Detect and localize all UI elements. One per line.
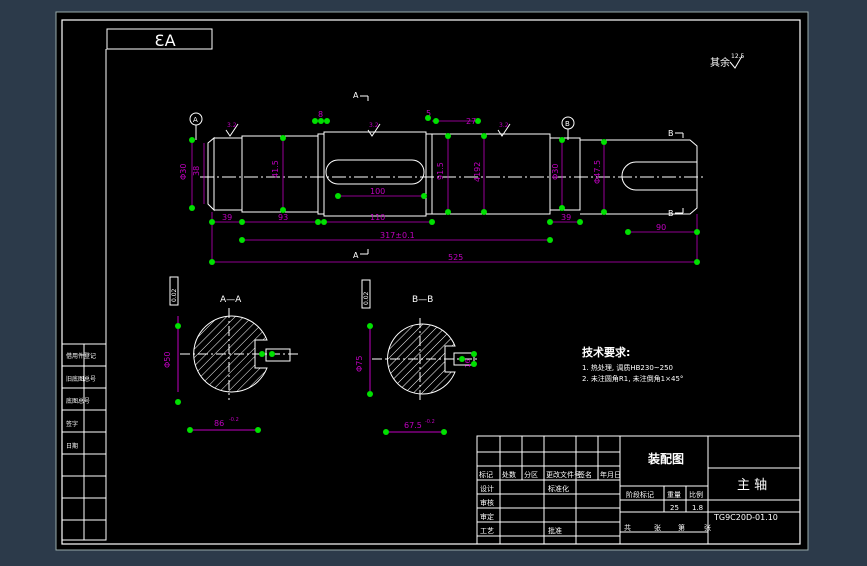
section-a-bottom-letter: A xyxy=(353,251,359,260)
section-b-top-letter: B xyxy=(668,129,674,138)
svg-text:共: 共 xyxy=(624,523,631,532)
dimension-texts: Φ30 38 41.5 91.5 4192 Φ30 Φ47.5 8 5 27 1… xyxy=(179,109,666,262)
dim-d-first-step: 38 xyxy=(192,166,201,176)
svg-text:签字: 签字 xyxy=(66,420,78,428)
svg-text:分区: 分区 xyxy=(524,470,538,479)
tech-requirements: 技术要求: 1. 热处理, 调质HB230~250 2. 未注圆角R1, 未注倒… xyxy=(582,345,683,383)
svg-text:年月日: 年月日 xyxy=(600,470,621,479)
dim-d-b-seat: Φ30 xyxy=(551,164,560,180)
tech-req-line-1: 1. 热处理, 调质HB230~250 xyxy=(582,363,673,372)
svg-text:审核: 审核 xyxy=(480,498,494,507)
svg-text:标准化: 标准化 xyxy=(548,484,569,493)
svg-text:阶段标记: 阶段标记 xyxy=(626,490,654,499)
svg-text:处数: 处数 xyxy=(502,470,516,479)
tech-req-title: 技术要求: xyxy=(582,345,630,359)
svg-text:借用件登记: 借用件登记 xyxy=(66,352,96,360)
dim-d-key-seat: 91.5 xyxy=(436,162,445,180)
title-block xyxy=(476,435,801,545)
section-bb-title: B—B xyxy=(412,295,433,305)
roughness-mark-2: 3.2 xyxy=(369,122,379,129)
tech-req-line-2: 2. 未注圆角R1, 未注倒角1×45° xyxy=(582,374,683,383)
dim-d-collar: 4192 xyxy=(473,162,482,182)
title-block-scale: 1.8 xyxy=(692,504,703,512)
roughness-mark-3: 3.2 xyxy=(499,122,509,129)
section-bb-tol-frame xyxy=(361,279,371,309)
section-bb-width: 16 xyxy=(464,359,472,368)
drawing-paper xyxy=(55,11,809,551)
drawing-number: TG9C20D-01.10 xyxy=(713,513,778,522)
section-aa-depth-tol: -0.2 xyxy=(229,417,239,423)
section-aa-diameter: Φ50 xyxy=(163,352,172,368)
dim-top-groove-1: 8 xyxy=(318,110,323,119)
roughness-rest-label: 其余 xyxy=(710,56,730,69)
svg-text:批准: 批准 xyxy=(548,526,562,535)
section-aa-view: A—A 0.02 Φ50 86 -0.2 xyxy=(163,276,300,433)
svg-text:重量: 重量 xyxy=(667,491,681,499)
svg-text:签名: 签名 xyxy=(578,470,592,479)
section-bb-depth: 67.5 xyxy=(404,421,422,430)
shaft-b-seat xyxy=(549,137,581,211)
svg-text:审定: 审定 xyxy=(480,512,494,521)
roughness-rest-value: 12.5 xyxy=(731,53,745,60)
section-bb-diameter: Φ75 xyxy=(355,356,364,372)
svg-text:0.02: 0.02 xyxy=(363,291,370,305)
roughness-mark-1: 3.2 xyxy=(227,122,237,129)
svg-text:0.02: 0.02 xyxy=(171,288,178,302)
svg-text:底图总号: 底图总号 xyxy=(66,397,90,405)
svg-text:第: 第 xyxy=(678,523,685,532)
sheet-size-label: A3 xyxy=(154,31,175,50)
section-aa-tol-frame xyxy=(169,276,179,306)
dim-len-39-right: 39 xyxy=(561,213,571,222)
title-block-weight: 25 xyxy=(670,504,679,512)
drawing-border xyxy=(61,19,801,545)
section-a-top-letter: A xyxy=(353,91,359,100)
left-revision-strip xyxy=(61,49,107,541)
left-strip-labels: 借用件登记 旧底图总号 底图总号 签字 日期 xyxy=(66,352,96,450)
svg-text:日期: 日期 xyxy=(66,442,78,450)
section-bb-depth-tol: -0.2 xyxy=(425,419,435,425)
dim-d-journal: 41.5 xyxy=(271,160,280,178)
drawing-type: 装配图 xyxy=(647,451,684,466)
svg-text:张: 张 xyxy=(654,523,661,532)
dim-top-groove-2: 5 xyxy=(426,109,431,118)
sheet-size-box xyxy=(106,28,213,50)
svg-text:工艺: 工艺 xyxy=(480,527,494,535)
dim-top-right-len: 27 xyxy=(466,117,476,126)
dim-len-525: 525 xyxy=(448,253,463,262)
dim-d-right-end: Φ47.5 xyxy=(593,160,602,184)
datum-b-letter: B xyxy=(565,120,570,128)
section-aa-title: A—A xyxy=(220,295,242,305)
selection-grips[interactable] xyxy=(189,115,700,265)
dimension-lines xyxy=(191,120,698,264)
keyway-main xyxy=(325,159,425,185)
datum-a-letter: A xyxy=(193,116,198,124)
datum-markers xyxy=(189,112,575,140)
section-aa-depth: 86 xyxy=(214,419,224,428)
part-name: 主 轴 xyxy=(737,478,767,493)
dim-len-317: 317±0.1 xyxy=(380,231,415,240)
section-markers: A A B B xyxy=(353,91,684,260)
roughness-marks xyxy=(225,123,511,137)
svg-text:标记: 标记 xyxy=(479,470,493,479)
shaft-right-end xyxy=(580,139,698,215)
keyway-end xyxy=(621,161,697,191)
svg-text:张: 张 xyxy=(704,523,711,532)
dim-keyway-len: 100 xyxy=(370,187,385,196)
dim-len-90: 90 xyxy=(656,223,666,232)
svg-text:旧底图总号: 旧底图总号 xyxy=(66,375,96,383)
dim-len-39-left: 39 xyxy=(222,213,232,222)
title-block-texts: 标记 处数 分区 更改文件号 签名 年月日 设计 审核 审定 工艺 标准化 批准… xyxy=(479,470,711,535)
roughness-rest-symbol xyxy=(729,55,743,69)
dim-len-93: 93 xyxy=(278,213,288,222)
dim-d-left-end: Φ30 xyxy=(179,164,188,180)
section-bb-view: B—B 0.02 Φ75 67.5 -0.2 16 xyxy=(355,279,480,435)
section-b-bottom-letter: B xyxy=(668,209,674,218)
svg-text:更改文件号: 更改文件号 xyxy=(546,470,581,479)
svg-text:比例: 比例 xyxy=(689,490,703,499)
svg-text:设计: 设计 xyxy=(480,484,494,493)
dim-len-110: 110 xyxy=(370,213,385,222)
